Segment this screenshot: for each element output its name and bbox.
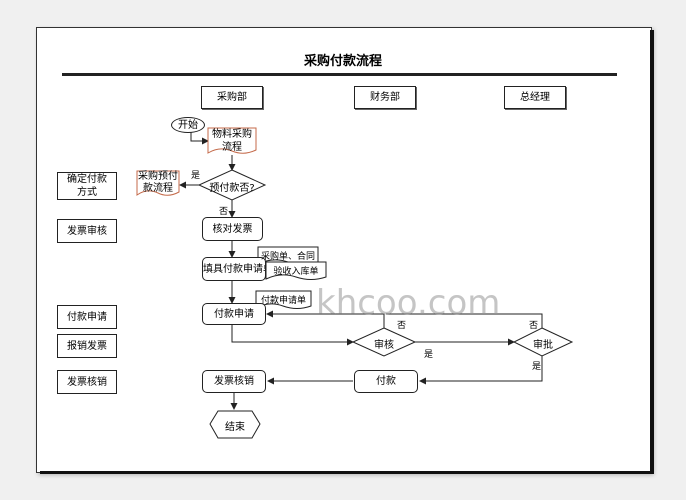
- approve-decision-shape: [512, 327, 574, 357]
- end-shape: [209, 410, 261, 439]
- watermark: khcoo.com: [316, 283, 501, 323]
- edge-approve-reject: [386, 313, 543, 328]
- step-label-reimburse: 报销发票: [57, 334, 117, 358]
- edge-label-yes-approve: 是: [532, 362, 542, 372]
- po-contract-doc-label: 采购单、合同: [260, 252, 315, 262]
- approve-decision-label: 审批: [533, 340, 553, 351]
- step-label-determine-method: 确定付款 方式: [57, 172, 117, 200]
- edge-review-reject: [266, 310, 385, 328]
- receipt-doc-label: 验收入库单: [273, 267, 319, 277]
- edge-label-no-prepay: 否: [219, 207, 229, 217]
- column-header-gm: 总经理: [504, 86, 566, 109]
- prepay-flow-label: 采购预付 款流程: [138, 171, 178, 194]
- page-shadow: [650, 30, 654, 474]
- step-label-writeoff: 发票核销: [57, 370, 117, 394]
- edge-label-no-approve: 否: [529, 321, 539, 331]
- prepay-decision-shape: [197, 169, 267, 201]
- edge-label-yes-review: 是: [424, 350, 434, 360]
- title-rule: [62, 73, 617, 76]
- edge-label-yes-prepay: 是: [191, 171, 201, 181]
- prepay-flow-doc-shape: [136, 170, 180, 196]
- edge-request-review: [231, 325, 354, 346]
- pay-form-doc-label: 付款申请单: [260, 296, 306, 306]
- edge-approve-pay: [419, 356, 543, 385]
- review-decision-label: 审核: [374, 340, 394, 351]
- pay-request-node: 付款申请: [202, 303, 266, 325]
- check-invoice-node: 核对发票: [202, 217, 263, 241]
- review-decision-shape: [351, 327, 417, 357]
- step-label-invoice-review: 发票审核: [57, 219, 117, 243]
- receipt-doc-shape: [265, 261, 327, 280]
- edge-start-material: [190, 131, 209, 145]
- material-flow-doc-shape: [207, 127, 257, 154]
- edge-label-no-review: 否: [397, 321, 407, 331]
- page-shadow: [40, 471, 654, 474]
- diagram-title: 采购付款流程: [303, 54, 382, 69]
- prepay-decision-label: 预付款否?: [209, 183, 255, 194]
- pay-node: 付款: [354, 370, 418, 393]
- step-label-pay-request: 付款申请: [57, 305, 117, 329]
- column-header-purchasing: 采购部: [201, 86, 263, 109]
- material-flow-label: 物料采购 流程: [212, 129, 252, 153]
- start-node: 开始: [171, 117, 205, 133]
- fill-form-node: 填具付款申请单: [202, 257, 266, 281]
- writeoff-node: 发票核销: [202, 370, 266, 393]
- column-header-finance: 财务部: [354, 86, 416, 109]
- end-label: 结束: [225, 422, 245, 433]
